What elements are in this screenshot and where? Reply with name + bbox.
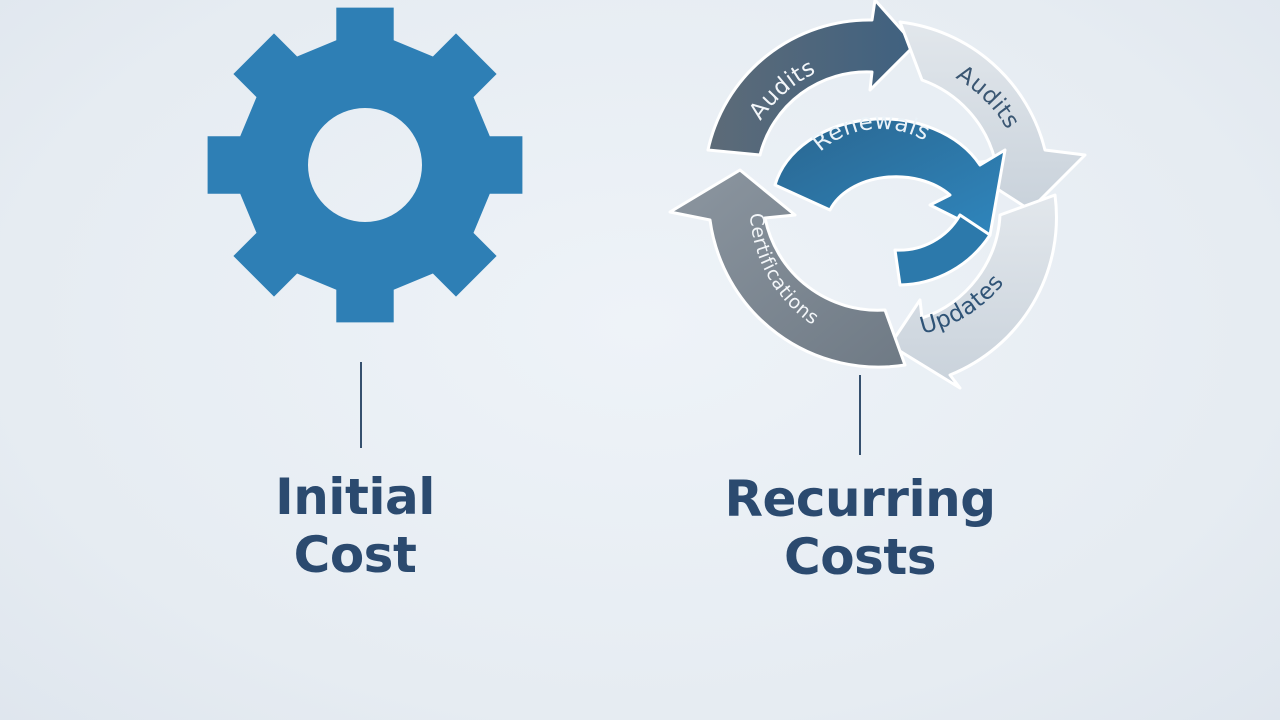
cycle-arrow-top-right (898, 20, 1087, 212)
initial-cost-panel: Initial Cost (200, 0, 530, 600)
gear-icon (207, 7, 523, 323)
initial-cost-title: Initial Cost (235, 468, 475, 584)
recurring-costs-title-line2: Costs (784, 528, 936, 586)
cycle-arrow-bottom-right (888, 193, 1058, 390)
cycle-arrows-icon: Audits Audits Renewals Certifications Up… (668, 0, 1087, 390)
gear-shape (207, 7, 523, 323)
initial-cost-title-line1: Initial (275, 468, 435, 526)
recurring-costs-panel: Audits Audits Renewals Certifications Up… (660, 0, 1100, 600)
initial-cost-title-line2: Cost (293, 526, 417, 584)
recurring-costs-connector (859, 375, 861, 455)
initial-cost-connector (360, 362, 362, 448)
cycle-arrow-top-left (706, 0, 917, 157)
recurring-costs-title-line1: Recurring (724, 470, 997, 528)
recurring-costs-title: Recurring Costs (690, 470, 1030, 586)
cycle-arrow-left (668, 168, 907, 369)
cycle-arrow-inner-tail (893, 213, 992, 287)
cycle-arrow-center (773, 117, 1007, 237)
